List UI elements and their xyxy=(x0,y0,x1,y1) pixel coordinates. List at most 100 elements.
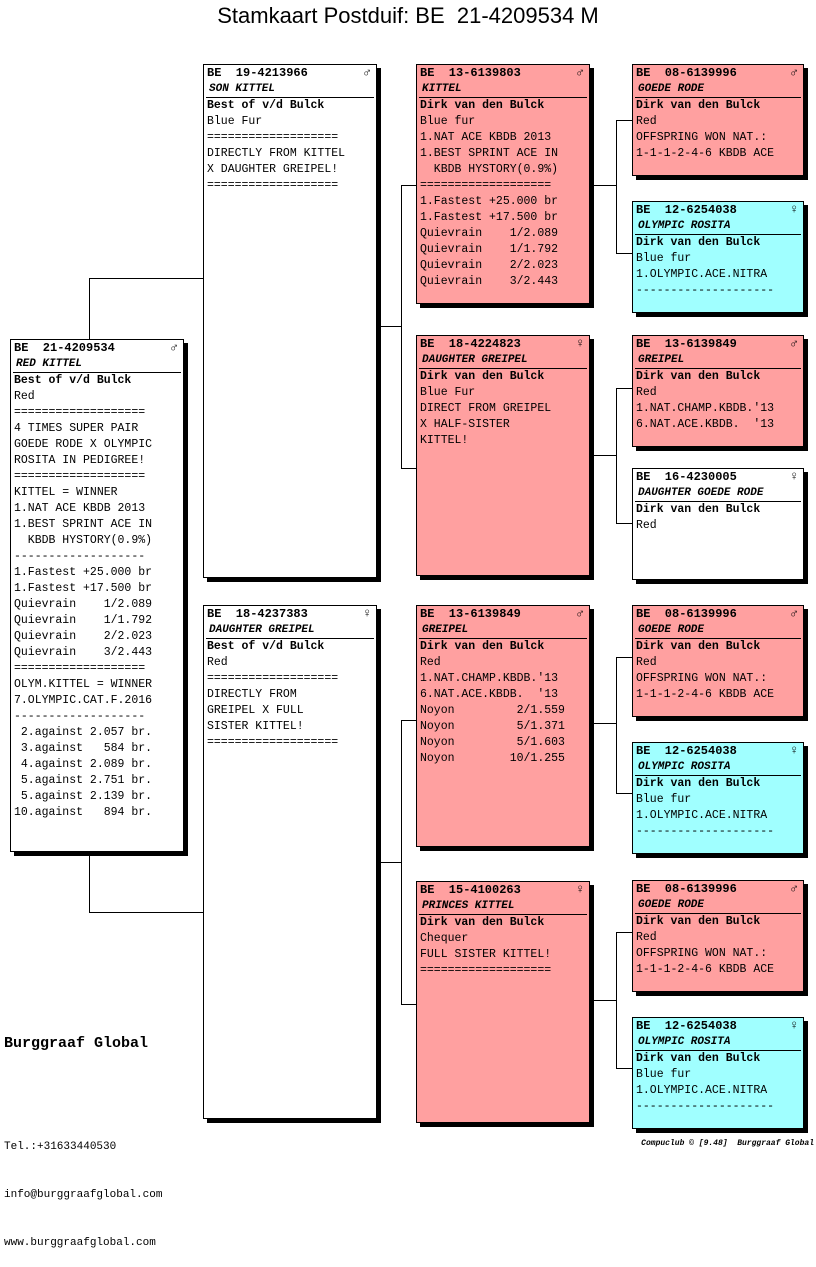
ring-number: BE 15-4100263 xyxy=(420,883,521,897)
male-icon: ♂ xyxy=(576,65,584,80)
info-line: =================== xyxy=(14,406,146,419)
owner-name: Dirk van den Bulck xyxy=(636,915,761,928)
info-line: 1.BEST SPRINT ACE IN xyxy=(14,518,153,531)
owner-name: Dirk van den Bulck xyxy=(636,1052,761,1065)
info-line: 1.OLYMPIC.ACE.NITRA xyxy=(636,268,768,281)
info-line: 1-1-1-2-4-6 KBDB ACE xyxy=(636,688,775,701)
ring-number-row: BE 18-4237383♀ xyxy=(204,606,376,622)
connector xyxy=(376,326,401,327)
info-line: 1.OLYMPIC.ACE.NITRA xyxy=(636,1084,768,1097)
ring-number: BE 18-4224823 xyxy=(420,337,521,351)
pigeon-name: GREIPEL xyxy=(635,352,801,369)
connector xyxy=(589,1000,616,1001)
owner-name: Dirk van den Bulck xyxy=(636,99,761,112)
info-line: Red xyxy=(636,656,657,669)
ring-number: BE 21-4209534 xyxy=(14,341,115,355)
brand-name: Burggraaf Global xyxy=(4,1035,149,1052)
info-line: 1.BEST SPRINT ACE IN xyxy=(420,147,559,160)
info-line: Red xyxy=(14,390,35,403)
info-line: KITTEL! xyxy=(420,434,469,447)
info-line: Blue fur xyxy=(420,115,476,128)
connector xyxy=(616,657,632,658)
info-line: Noyon 5/1.371 xyxy=(420,720,565,733)
female-icon: ♀ xyxy=(576,336,584,351)
info-line: DIRECTLY FROM KITTEL xyxy=(207,147,346,160)
info-line: FULL SISTER KITTEL! xyxy=(420,948,552,961)
info-line: Red xyxy=(636,931,657,944)
info-line: =================== xyxy=(207,736,339,749)
info-line: Chequer xyxy=(420,932,469,945)
owner-name: Dirk van den Bulck xyxy=(420,640,545,653)
info-line: 1-1-1-2-4-6 KBDB ACE xyxy=(636,147,775,160)
info-line: ------------------- xyxy=(14,550,146,563)
info-line: ------------------- xyxy=(14,710,146,723)
ring-number-row: BE 15-4100263♀ xyxy=(417,882,589,898)
female-icon: ♀ xyxy=(790,202,798,217)
pigeon-name: OLYMPIC ROSITA xyxy=(635,218,801,235)
connector xyxy=(616,932,617,1069)
ring-number: BE 08-6139996 xyxy=(636,607,737,621)
info-line: 1.OLYMPIC.ACE.NITRA xyxy=(636,809,768,822)
connector xyxy=(589,723,616,724)
pigeon-name: DAUGHTER GOEDE RODE xyxy=(635,485,801,502)
info-line: =================== xyxy=(420,964,552,977)
connector xyxy=(376,862,401,863)
info-line: 6.NAT.ACE.KBDB. '13 xyxy=(420,688,559,701)
ring-number: BE 08-6139996 xyxy=(636,882,737,896)
connector xyxy=(401,468,416,469)
info-line: Blue fur xyxy=(636,793,692,806)
info-line: Noyon 10/1.255 xyxy=(420,752,565,765)
info-line: Quievrain 1/2.089 xyxy=(420,227,559,240)
ring-number-row: BE 19-4213966 ♂ xyxy=(204,65,376,81)
owner-name: Dirk van den Bulck xyxy=(636,370,761,383)
connector xyxy=(89,278,90,340)
connector xyxy=(616,120,617,253)
ring-number-row: BE 12-6254038 ♀ xyxy=(633,202,803,218)
info-line: Red xyxy=(636,519,657,532)
connector xyxy=(616,253,632,254)
connector xyxy=(589,455,616,456)
ring-number: BE 12-6254038 xyxy=(636,203,737,217)
info-line: GREIPEL X FULL xyxy=(207,704,304,717)
ring-number-row: BE 08-6139996♂ xyxy=(633,881,803,897)
ring-number-row: BE 21-4209534♂ xyxy=(11,340,183,356)
info-line: Quievrain 3/2.443 xyxy=(14,646,153,659)
female-icon: ♀ xyxy=(790,743,798,758)
info-line: SISTER KITTEL! xyxy=(207,720,304,733)
ring-number-row: BE 18-4224823 ♀ xyxy=(417,336,589,352)
connector xyxy=(616,523,632,524)
info-line: Quievrain 2/2.023 xyxy=(420,259,559,272)
info-line: OFFSPRING WON NAT.: xyxy=(636,947,768,960)
pigeon-name: GREIPEL xyxy=(419,622,587,639)
info-line: 7.OLYMPIC.CAT.F.2016 xyxy=(14,694,153,707)
info-line: DIRECTLY FROM xyxy=(207,688,297,701)
pigeon-name: KITTEL xyxy=(419,81,587,98)
connector xyxy=(401,1004,416,1005)
owner-name: Best of v/d Bulck xyxy=(14,374,132,387)
connector xyxy=(401,720,402,1005)
ring-number: BE 08-6139996 xyxy=(636,66,737,80)
ring-number: BE 18-4237383 xyxy=(207,607,308,621)
info-line: ROSITA IN PEDIGREE! xyxy=(14,454,146,467)
ring-number-row: BE 08-6139996♂ xyxy=(633,65,803,81)
male-icon: ♂ xyxy=(363,65,371,80)
ring-number-row: BE 13-6139803♂ xyxy=(417,65,589,81)
male-icon: ♂ xyxy=(790,606,798,621)
connector xyxy=(401,185,402,469)
info-line: KBDB HYSTORY(0.9%) xyxy=(14,534,153,547)
contact-phone: Tel.:+31633440530 xyxy=(4,1141,117,1153)
connector xyxy=(589,185,616,186)
info-line: 1.Fastest +17.500 br xyxy=(420,211,559,224)
male-icon: ♂ xyxy=(790,336,798,351)
ring-number-row: BE 12-6254038♀ xyxy=(633,1018,803,1034)
ring-number: BE 19-4213966 xyxy=(207,66,308,80)
pigeon-name: GOEDE RODE xyxy=(635,81,801,98)
contact-email: info@burggraafglobal.com xyxy=(4,1189,163,1201)
info-line: 4 TIMES SUPER PAIR xyxy=(14,422,139,435)
